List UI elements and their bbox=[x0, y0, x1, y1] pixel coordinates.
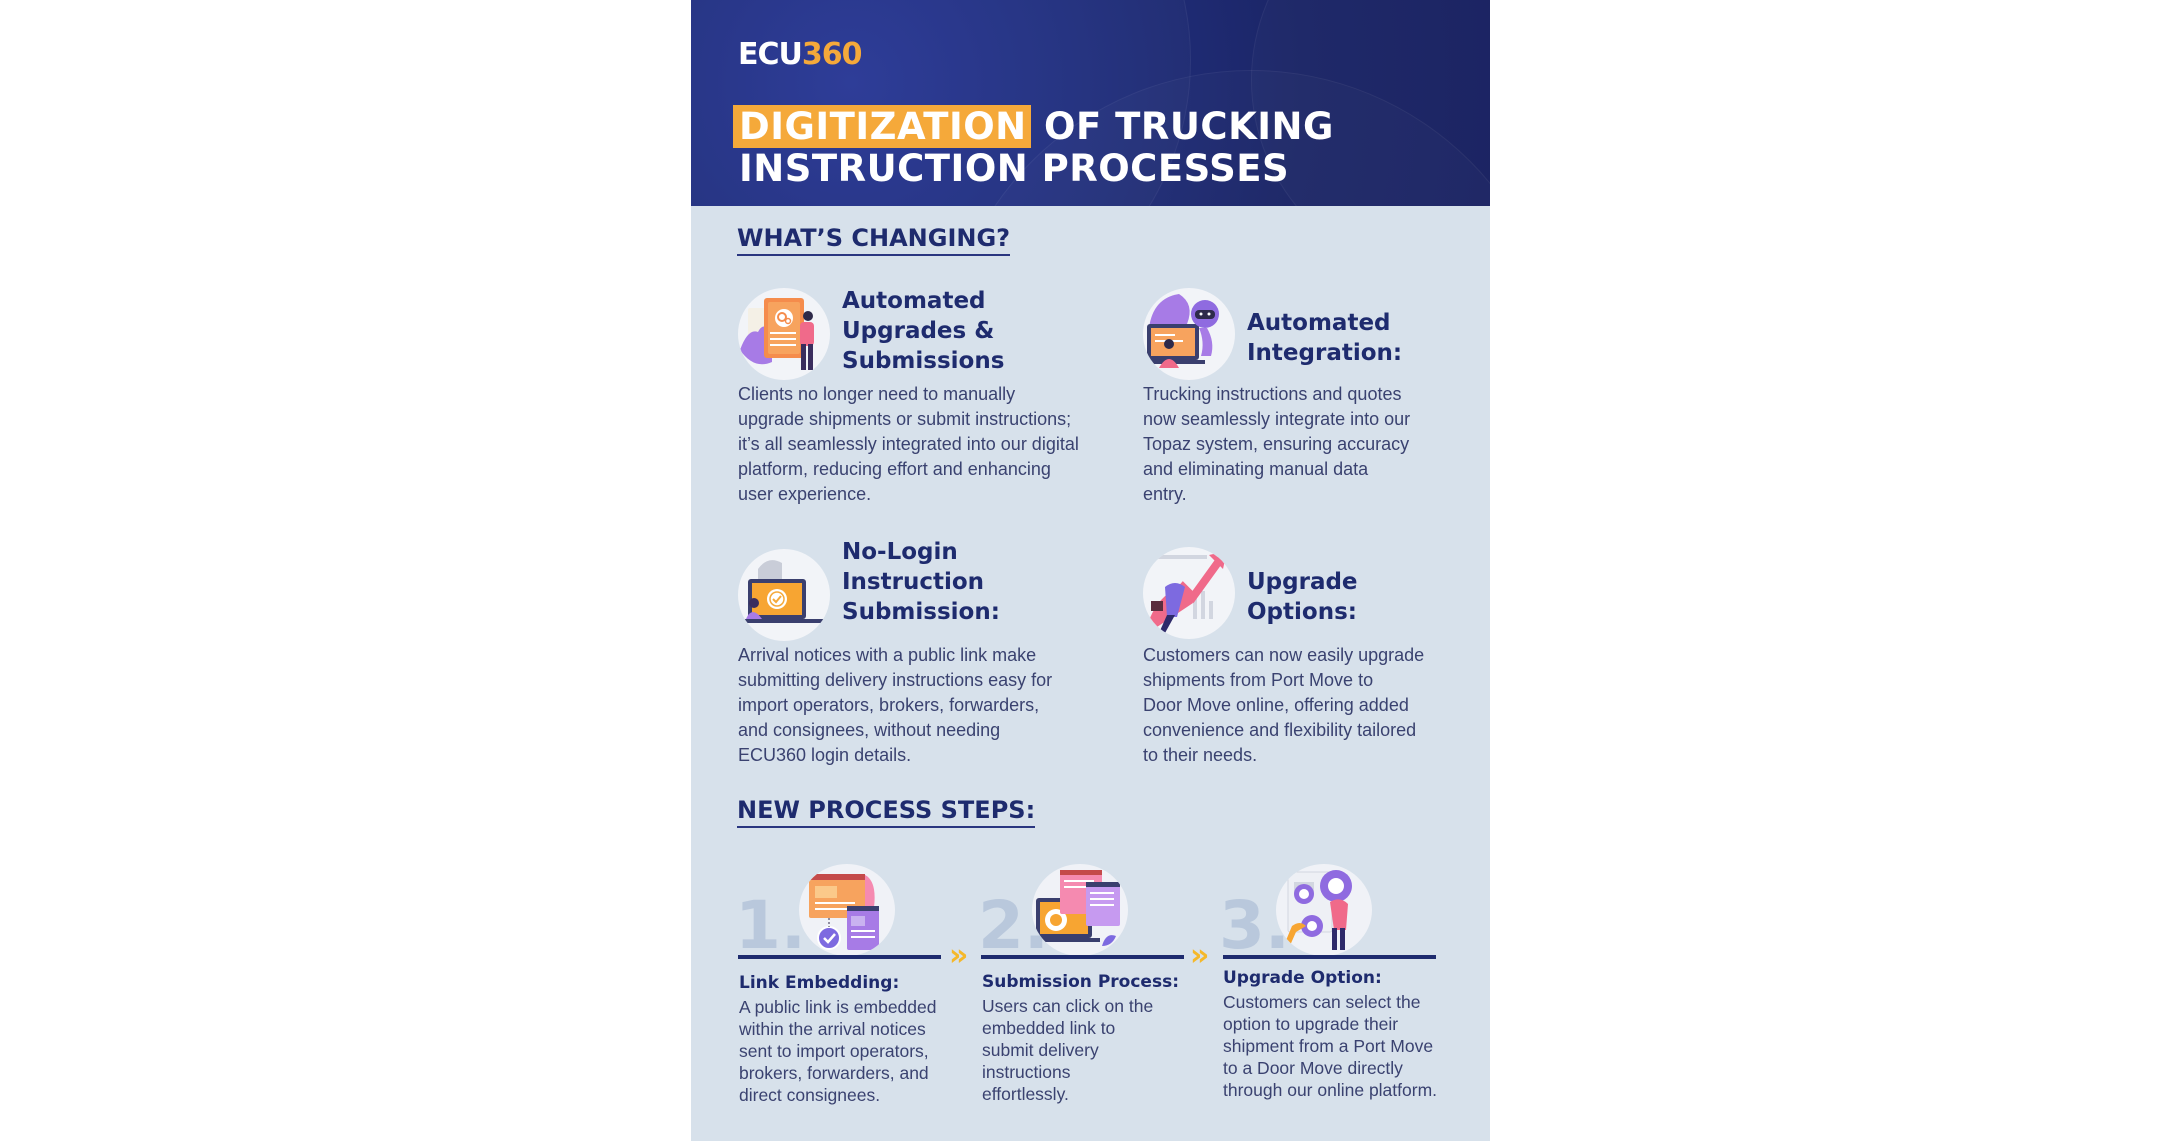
feature-title: No-Login Instruction Submission: bbox=[842, 537, 1000, 627]
description-line: sent to import operators, bbox=[739, 1041, 929, 1061]
description-line: and eliminating manual data bbox=[1143, 459, 1369, 479]
document-settings-illustration-icon bbox=[738, 288, 830, 380]
feature-title-line: Automated bbox=[842, 288, 986, 314]
feature-title-line: Upgrades & bbox=[842, 318, 995, 344]
description-line: effortlessly. bbox=[982, 1084, 1069, 1104]
decorative-arc bbox=[1251, 0, 1490, 206]
description-line: to their needs. bbox=[1143, 745, 1258, 765]
description-line: embedded link to bbox=[982, 1018, 1116, 1038]
step-title: Link Embedding: bbox=[739, 973, 900, 993]
description-line: within the arrival notices bbox=[739, 1019, 926, 1039]
description-line: convenience and flexibility tailored bbox=[1143, 720, 1417, 740]
feature-description: Trucking instructions and quotes now sea… bbox=[1143, 382, 1490, 507]
description-line: brokers, forwarders, and bbox=[739, 1063, 929, 1083]
feature-automated-upgrades: Automated Upgrades & Submissions Clients… bbox=[738, 286, 1098, 516]
ecu360-logo: ECU360 bbox=[738, 40, 862, 70]
description-line: Trucking instructions and quotes bbox=[1143, 384, 1402, 404]
process-steps-heading: NEW PROCESS STEPS: bbox=[737, 795, 1036, 828]
description-line: Customers can select the bbox=[1223, 992, 1421, 1012]
feature-title-line: Automated bbox=[1247, 310, 1391, 336]
step-description: A public link is embedded within the arr… bbox=[739, 996, 969, 1106]
feature-title-line: Options: bbox=[1247, 599, 1357, 625]
feature-title-line: Instruction bbox=[842, 569, 985, 595]
step-description: Customers can select the option to upgra… bbox=[1223, 991, 1453, 1101]
linked-windows-illustration-icon bbox=[799, 864, 895, 956]
feature-title: Automated Integration: bbox=[1247, 308, 1402, 368]
infographic-page: ECU360 DIGITIZATION OF TRUCKING INSTRUCT… bbox=[691, 0, 1490, 1141]
description-line: now seamlessly integrate into our bbox=[1143, 409, 1411, 429]
description-line: it’s all seamlessly integrated into our … bbox=[738, 434, 1079, 454]
chevron-right-icon: » bbox=[1190, 938, 1210, 973]
description-line: platform, reducing effort and enhancing bbox=[738, 459, 1051, 479]
description-line: A public link is embedded bbox=[739, 997, 937, 1017]
robot-laptop-illustration-icon bbox=[1143, 288, 1235, 380]
feature-description: Customers can now easily upgrade shipmen… bbox=[1143, 643, 1490, 768]
step-1-timeline bbox=[738, 955, 941, 959]
description-line: Clients no longer need to manually bbox=[738, 384, 1016, 404]
description-line: ECU360 login details. bbox=[738, 745, 912, 765]
whats-changing-heading: WHAT’S CHANGING? bbox=[737, 223, 1011, 256]
feature-description: Arrival notices with a public link make … bbox=[738, 643, 1098, 768]
feature-title-line: Submissions bbox=[842, 348, 1005, 374]
title-line2: INSTRUCTION PROCESSES bbox=[739, 147, 1290, 190]
description-line: Customers can now easily upgrade bbox=[1143, 645, 1425, 665]
laptop-checkmark-illustration-icon bbox=[738, 549, 830, 641]
logo-ecu: ECU bbox=[738, 37, 803, 72]
description-line: and consignees, without needing bbox=[738, 720, 1001, 740]
feature-title-line: Submission: bbox=[842, 599, 1000, 625]
chevron-right-icon: » bbox=[949, 938, 969, 973]
page-title: DIGITIZATION OF TRUCKING INSTRUCTION PRO… bbox=[733, 105, 1334, 190]
feature-title: Upgrade Options: bbox=[1247, 567, 1358, 627]
feature-title-line: Upgrade bbox=[1247, 569, 1358, 595]
feature-description: Clients no longer need to manually upgra… bbox=[738, 382, 1098, 507]
step-title: Submission Process: bbox=[982, 972, 1179, 992]
description-line: submit delivery bbox=[982, 1040, 1099, 1060]
step-2-timeline bbox=[981, 955, 1184, 959]
title-highlight: DIGITIZATION bbox=[733, 105, 1031, 148]
feature-no-login-submission: No-Login Instruction Submission: Arrival… bbox=[738, 537, 1098, 777]
description-line: import operators, brokers, forwarders, bbox=[738, 695, 1040, 715]
feature-automated-integration: Automated Integration: Trucking instruct… bbox=[1143, 286, 1490, 516]
laptop-gear-illustration-icon bbox=[1032, 864, 1128, 956]
feature-title-line: No-Login bbox=[842, 539, 958, 565]
description-line: instructions bbox=[982, 1062, 1071, 1082]
description-line: Arrival notices with a public link make bbox=[738, 645, 1037, 665]
step-3-timeline bbox=[1223, 955, 1436, 959]
people-gears-illustration-icon bbox=[1276, 864, 1372, 956]
description-line: Door Move online, offering added bbox=[1143, 695, 1409, 715]
description-line: option to upgrade their bbox=[1223, 1014, 1399, 1034]
description-line: direct consignees. bbox=[739, 1085, 881, 1105]
step-title: Upgrade Option: bbox=[1223, 968, 1382, 988]
description-line: user experience. bbox=[738, 484, 872, 504]
description-line: through our online platform. bbox=[1223, 1080, 1438, 1100]
growth-arrow-illustration-icon bbox=[1143, 547, 1235, 639]
description-line: Users can click on the bbox=[982, 996, 1154, 1016]
feature-title-line: Integration: bbox=[1247, 340, 1403, 366]
title-line1-rest: OF TRUCKING bbox=[1044, 105, 1334, 148]
description-line: entry. bbox=[1143, 484, 1187, 504]
step-description: Users can click on the embedded link to … bbox=[982, 995, 1212, 1105]
description-line: to a Door Move directly bbox=[1223, 1058, 1403, 1078]
feature-title: Automated Upgrades & Submissions bbox=[842, 286, 1004, 376]
description-line: upgrade shipments or submit instructions… bbox=[738, 409, 1072, 429]
step-number: 1. bbox=[735, 887, 806, 964]
description-line: Topaz system, ensuring accuracy bbox=[1143, 434, 1410, 454]
feature-upgrade-options: Upgrade Options: Customers can now easil… bbox=[1143, 537, 1490, 777]
description-line: shipments from Port Move to bbox=[1143, 670, 1374, 690]
description-line: submitting delivery instructions easy fo… bbox=[738, 670, 1053, 690]
description-line: shipment from a Port Move bbox=[1223, 1036, 1434, 1056]
header-banner: ECU360 DIGITIZATION OF TRUCKING INSTRUCT… bbox=[691, 0, 1490, 206]
logo-360: 360 bbox=[801, 37, 863, 72]
